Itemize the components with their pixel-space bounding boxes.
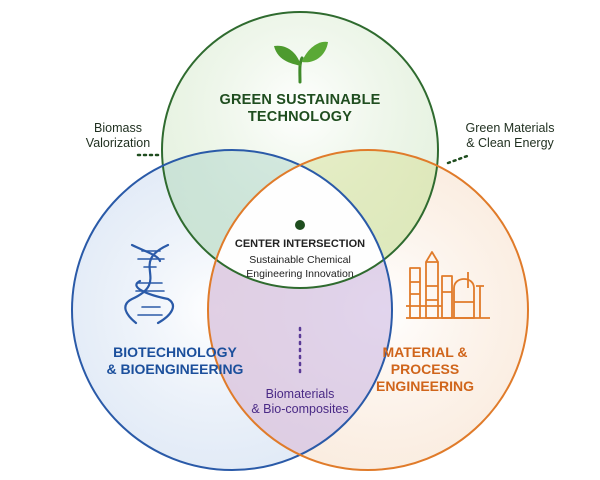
center-sub-line-2: Engineering Innovation bbox=[246, 267, 354, 280]
right-label-line-1: Green Materials bbox=[465, 121, 555, 135]
green-title-line-2: TECHNOLOGY bbox=[247, 109, 353, 126]
green-circle-title: GREEN SUSTAINABLE TECHNOLOGY bbox=[185, 92, 415, 127]
center-subtitle: Sustainable Chemical Engineering Innovat… bbox=[228, 254, 372, 281]
center-dot bbox=[295, 220, 305, 230]
orange-circle-outline bbox=[207, 149, 529, 471]
biomass-valorization-label: Biomass Valorization bbox=[58, 121, 178, 151]
center-heading: CENTER INTERSECTION bbox=[234, 238, 366, 250]
green-materials-label: Green Materials & Clean Energy bbox=[440, 121, 580, 151]
center-sub-line-1: Sustainable Chemical bbox=[249, 254, 351, 266]
center-overlap bbox=[208, 150, 392, 288]
orange-title-line-1: MATERIAL & bbox=[382, 344, 468, 360]
blue-circle-title: BIOTECHNOLOGY & BIOENGINEERING bbox=[90, 344, 260, 378]
blue-title-line-1: BIOTECHNOLOGY bbox=[113, 344, 237, 360]
orange-circle-title: MATERIAL & PROCESS ENGINEERING bbox=[340, 344, 510, 394]
chemical-plant-icon bbox=[406, 251, 490, 319]
leader-right bbox=[446, 153, 472, 165]
left-label-line-2: Valorization bbox=[85, 136, 151, 150]
bottom-label-line-1: Biomaterials bbox=[265, 387, 335, 401]
green-circle-outline bbox=[161, 11, 439, 289]
bottom-label-line-2: & Bio-composites bbox=[251, 402, 349, 416]
dna-icon bbox=[124, 243, 175, 325]
right-label-line-2: & Clean Energy bbox=[466, 136, 554, 150]
biomaterials-label: Biomaterials & Bio-composites bbox=[225, 387, 375, 417]
orange-title-line-2: PROCESS ENGINEERING bbox=[375, 360, 474, 394]
blue-circle-outline bbox=[71, 149, 393, 471]
blue-title-line-2: & BIOENGINEERING bbox=[106, 360, 244, 377]
left-label-line-1: Biomass bbox=[94, 121, 142, 135]
sprout-icon bbox=[274, 41, 328, 84]
green-title-line-1: GREEN SUSTAINABLE bbox=[219, 92, 381, 108]
